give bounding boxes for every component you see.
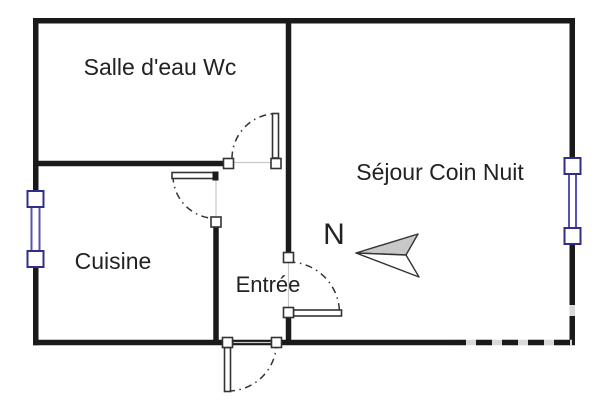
- door-entrance-swing-arc: [288, 261, 341, 314]
- door-kitchen: [171, 171, 222, 228]
- interior-walls: [33, 18, 292, 345]
- door-front-hinge: [221, 336, 234, 349]
- door-entrance-hinge: [282, 306, 295, 319]
- door-front: [221, 336, 283, 393]
- window-right-mask: [566, 172, 579, 230]
- window-right: [563, 157, 582, 245]
- door-kitchen-swing-arc: [172, 175, 217, 220]
- room-label-sejour: Séjour Coin Nuit: [356, 159, 524, 185]
- door-entrance-stop: [282, 251, 295, 264]
- north-arrow-upper-wing: [355, 233, 419, 256]
- window-left-frame-bottom: [26, 250, 45, 268]
- door-front-swing-arc: [227, 342, 278, 392]
- window-right-frame-top: [563, 157, 582, 175]
- north-label: N: [323, 218, 345, 251]
- door-kitchen-hinge: [212, 171, 219, 181]
- door-bathroom-leaf: [271, 112, 280, 159]
- door-entrance-leaf: [292, 309, 343, 317]
- window-left-frame-top: [26, 190, 45, 208]
- door-bathroom-stop: [222, 157, 235, 170]
- north-arrow-icon: [355, 233, 420, 278]
- door-front-leaf: [223, 346, 232, 393]
- door-kitchen-leaf: [171, 171, 217, 180]
- window-left: [26, 190, 45, 268]
- door-kitchen-stop: [210, 216, 222, 228]
- door-bathroom-hinge: [270, 157, 282, 170]
- room-label-salle-deau: Salle d'eau Wc: [83, 54, 237, 80]
- room-label-entree: Entrée: [235, 272, 301, 297]
- door-entrance: [282, 251, 343, 319]
- north-arrow-lower-wing: [355, 252, 420, 278]
- door-bathroom-swing-arc: [231, 112, 278, 159]
- door-front-stop: [270, 336, 283, 349]
- window-right-frame-bottom: [563, 227, 582, 245]
- room-label-cuisine: Cuisine: [74, 248, 152, 274]
- door-bathroom: [222, 112, 282, 170]
